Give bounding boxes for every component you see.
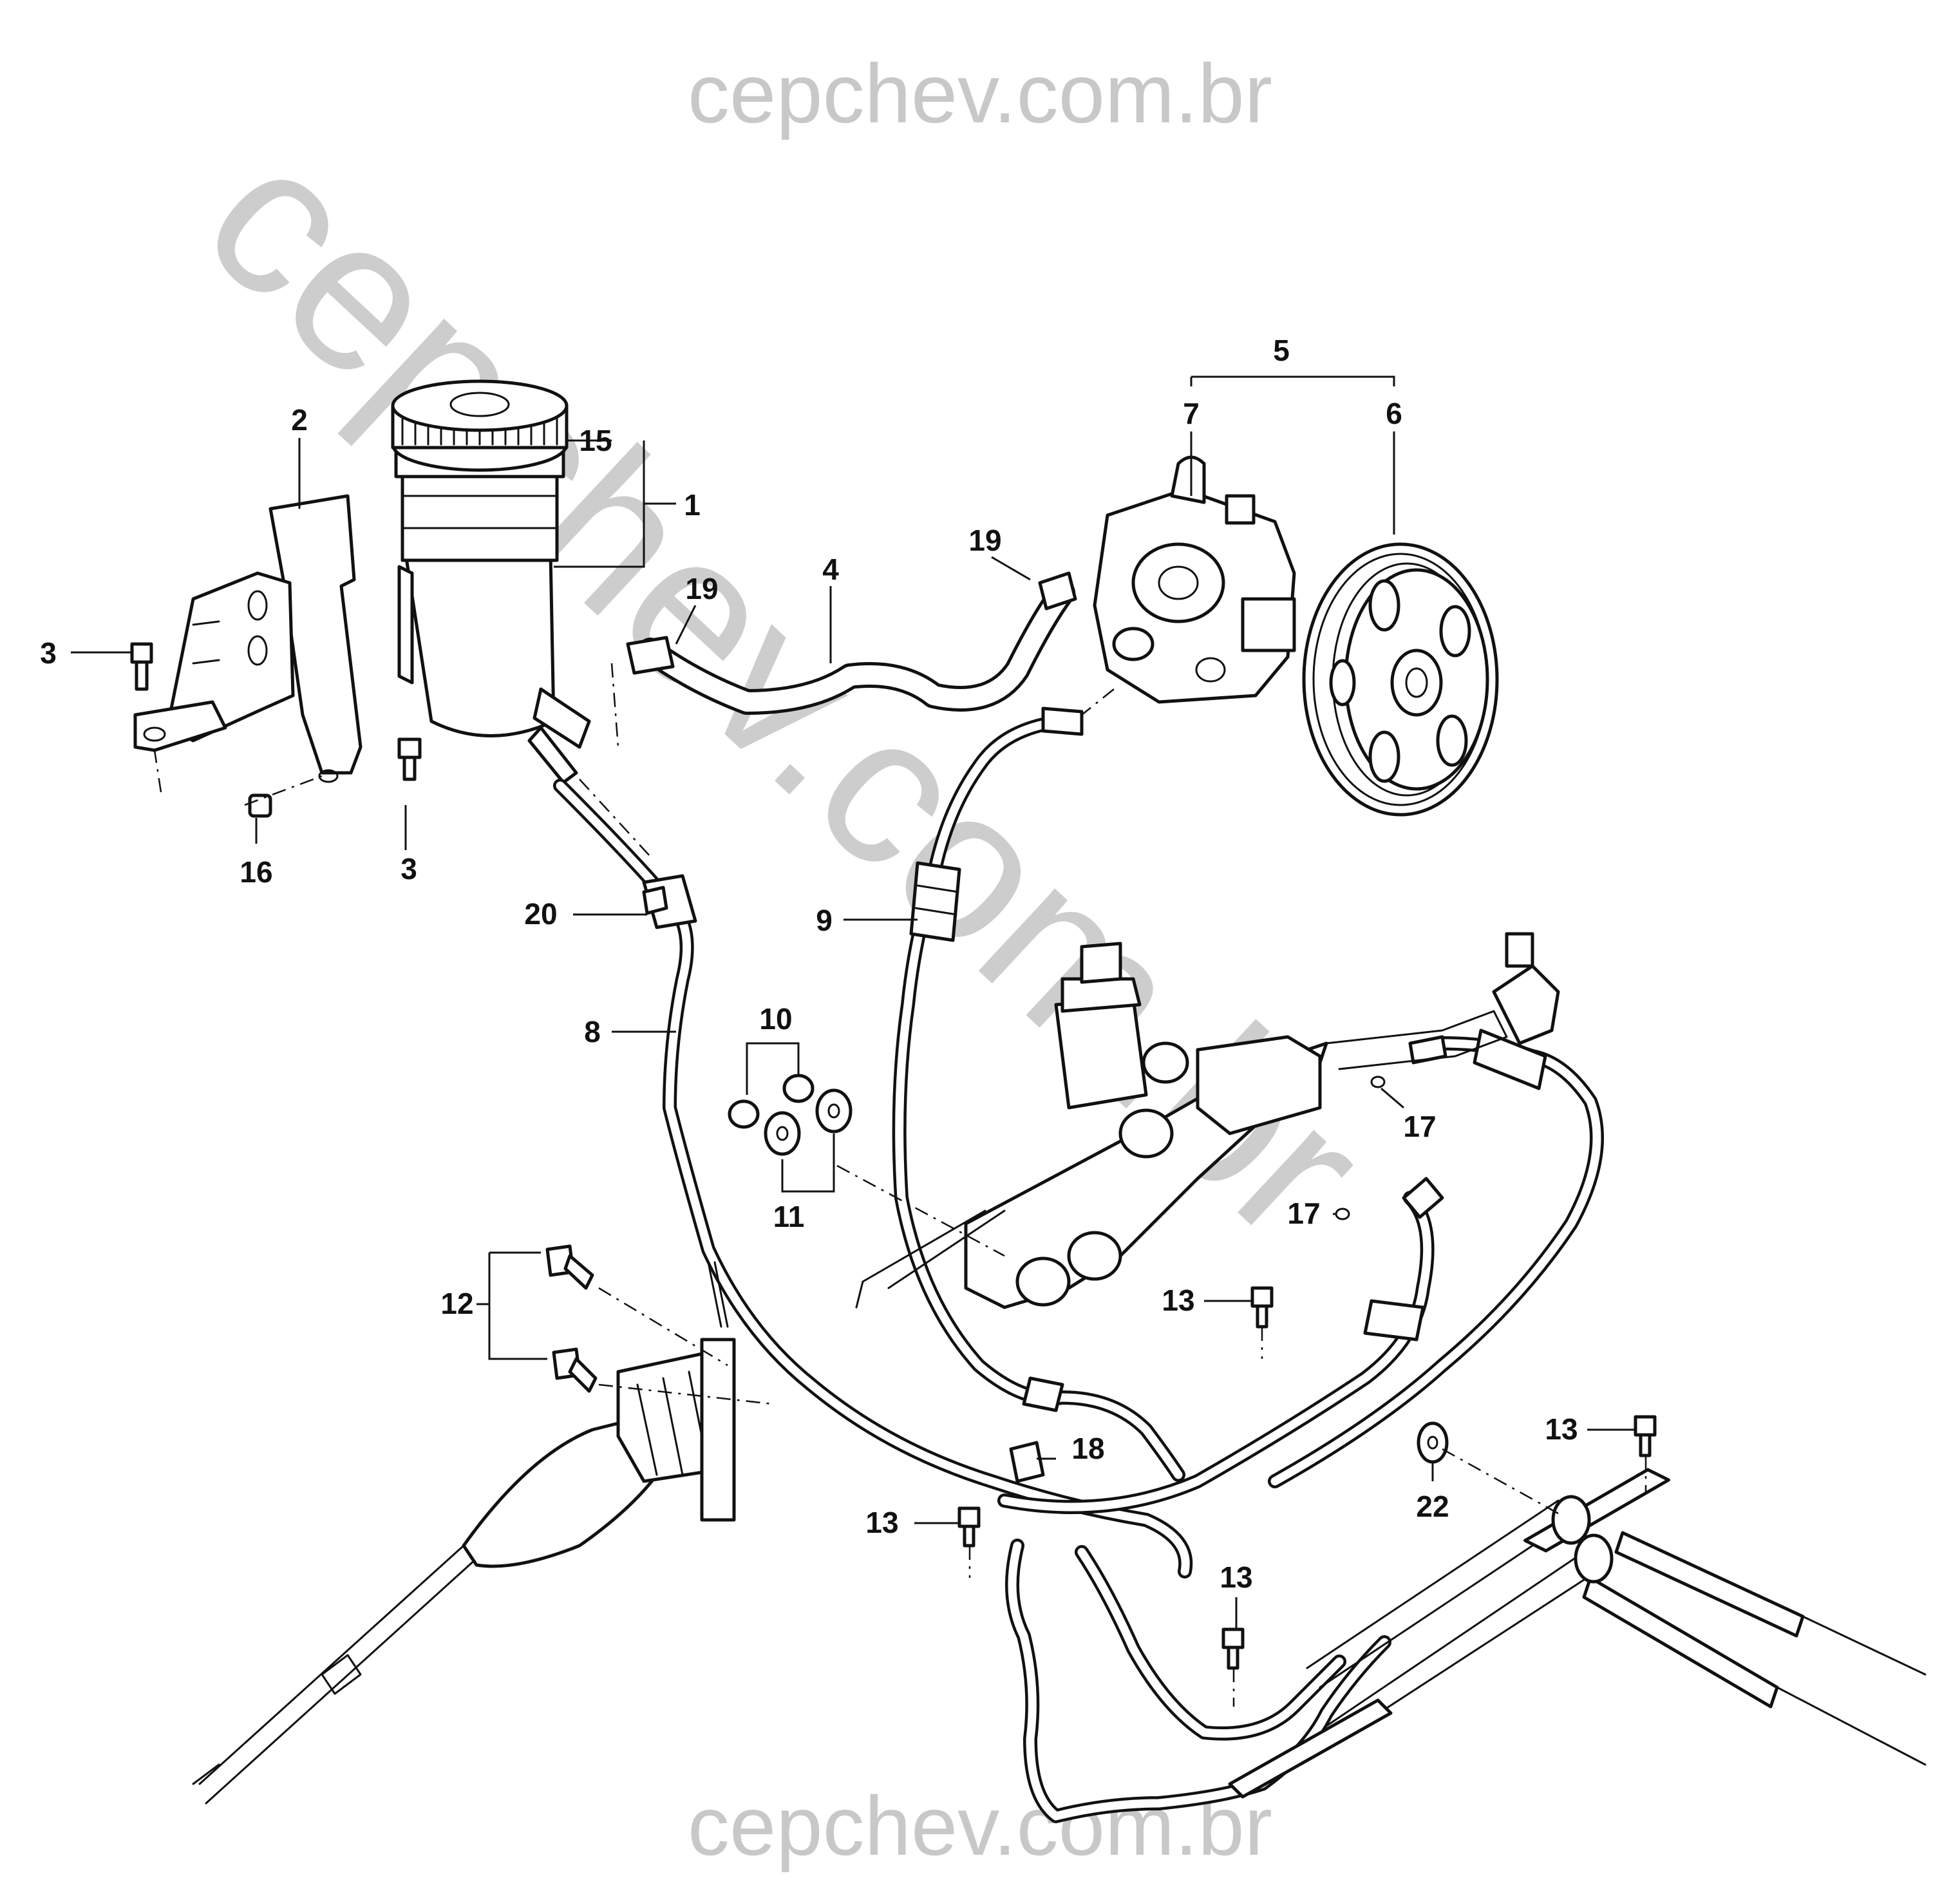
callout-3-right: 3 [400,852,417,886]
callout-18: 18 [1071,1432,1104,1465]
assembly-lines [153,663,1647,1707]
callout-17-lower: 17 [1287,1197,1320,1230]
bolt-bracket-left [130,642,153,691]
steering-shaft [192,1261,736,1805]
reservoir [391,379,591,784]
steering-gear [855,932,1560,1309]
callout-19-left: 19 [685,572,718,605]
clamp-18 [1009,1441,1045,1483]
clamp-20 [642,886,668,915]
callout-16: 16 [240,855,272,889]
pressure-hose [892,706,1185,1482]
o-ring-17b [1335,1208,1350,1220]
leader-lines [71,375,1635,1629]
bracket-nut [248,793,272,818]
callout-17-upper: 17 [1403,1110,1436,1143]
washer-22 [1417,1421,1449,1464]
callout-20: 20 [524,897,557,931]
cooler-tubes [1228,1468,1927,1799]
bolt-upper [545,1244,594,1290]
callout-labels: 1 2 3 3 4 5 6 7 8 9 10 11 12 13 13 13 13… [40,334,1578,1594]
bolt-13-mid [1250,1286,1274,1329]
callout-3-left: 3 [40,636,57,670]
callout-11: 11 [773,1200,805,1233]
callout-10: 10 [759,1002,792,1036]
callout-13-right: 13 [1545,1412,1578,1446]
suction-hose [626,571,1077,715]
bolt-13-left [957,1506,981,1548]
callout-1: 1 [684,488,701,522]
o-ring-17a [1370,1076,1386,1088]
nut-left [728,1099,760,1129]
steering-pump [1093,455,1296,704]
watermark-bottom: cepchev.com.br [688,1779,1272,1873]
callout-5: 5 [1273,334,1290,367]
callout-9: 9 [816,904,833,937]
callout-7: 7 [1183,397,1200,430]
callout-13-left: 13 [865,1506,898,1539]
bolt-13-right [1634,1415,1657,1457]
washer-left [764,1111,801,1156]
bolt-bracket-right [397,737,422,781]
callout-12: 12 [440,1287,473,1320]
watermark-top: cepchev.com.br [688,46,1272,140]
callout-13-mid: 13 [1162,1284,1194,1317]
callout-8: 8 [584,1015,601,1048]
nut-right [782,1074,815,1103]
callout-4: 4 [822,553,839,586]
washer-right [815,1088,853,1133]
reservoir-bracket [133,494,363,783]
callout-19-right: 19 [968,524,1001,557]
callout-22: 22 [1416,1490,1449,1523]
callout-13-bottom: 13 [1220,1560,1252,1594]
bolt-lower [552,1347,598,1393]
callout-2: 2 [291,403,308,437]
cooler-lines [997,1029,1604,1823]
callout-6: 6 [1386,397,1402,430]
callout-15: 15 [579,424,612,457]
pump-pulley [1302,542,1499,817]
bolt-13-bottom [1221,1627,1245,1670]
